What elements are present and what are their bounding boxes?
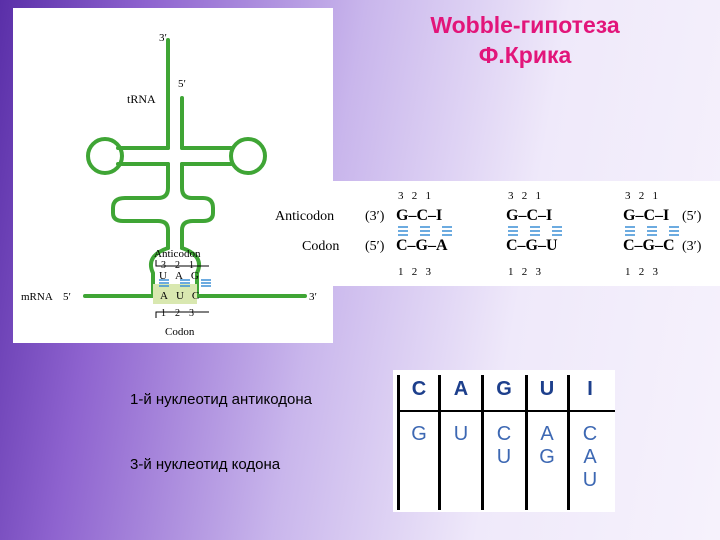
- caption-codon-third: 3-й нуклеотид кодона: [130, 456, 280, 473]
- variable-left: [113, 164, 168, 248]
- header-g: G: [484, 378, 524, 401]
- codon-pos-2: 2: [175, 308, 189, 319]
- header-u: U: [527, 378, 567, 401]
- pairing-bonds: [270, 181, 720, 286]
- trna-3prime-label: 3′: [159, 32, 167, 44]
- codon-base-row: AUC: [160, 290, 207, 302]
- title-line-2: Ф.Крика: [390, 40, 660, 70]
- pair-for-c: G: [399, 423, 439, 446]
- trna-label: tRNA: [127, 92, 156, 107]
- title-line-1: Wobble-гипотеза: [390, 10, 660, 40]
- anticodon-label: Anticodon: [154, 248, 200, 260]
- codon-pos-3: 3: [189, 308, 203, 319]
- wobble-table: C A G U I G U C U A G C A U: [393, 370, 615, 512]
- pair-for-i: C A U: [570, 423, 610, 492]
- trna-5prime-label: 5′: [178, 78, 186, 90]
- anticodon-base-2: A: [175, 270, 191, 282]
- mrna-5prime-label: 5′: [63, 291, 71, 303]
- header-i: I: [570, 378, 610, 401]
- d-loop: [88, 139, 122, 173]
- pairing-table-panel: Anticodon Codon (3′) (5′) (5′) (3′) 3 2 …: [270, 181, 720, 286]
- bond-g1-b: [420, 227, 430, 235]
- mrna-3prime-label: 3′: [309, 291, 317, 303]
- mrna-label: mRNA: [21, 291, 53, 303]
- slide-title: Wobble-гипотеза Ф.Крика: [390, 10, 660, 70]
- header-c: C: [399, 378, 439, 401]
- header-a: A: [441, 378, 481, 401]
- bond-g3-b: [647, 227, 657, 235]
- anticodon-base-1: U: [159, 270, 175, 282]
- table-hline: [397, 410, 615, 412]
- bond-g1-a: [398, 227, 408, 235]
- bond-g2-c: [552, 227, 562, 235]
- codon-position-row: 123: [161, 308, 203, 319]
- bond-g3-c: [669, 227, 679, 235]
- variable-right: [182, 164, 213, 248]
- codon-label: Codon: [165, 326, 194, 338]
- codon-pos-1: 1: [161, 308, 175, 319]
- codon-base-2: U: [176, 290, 192, 302]
- bond-g2-b: [530, 227, 540, 235]
- caption-anticodon-first: 1-й нуклеотид антикодона: [130, 391, 312, 408]
- anticodon-base-3: G: [191, 270, 207, 282]
- codon-base-3: C: [192, 290, 207, 302]
- bond-g3-a: [625, 227, 635, 235]
- pair-for-g: C U: [484, 423, 524, 469]
- anticodon-base-row: UAG: [159, 270, 207, 282]
- bond-g2-a: [508, 227, 518, 235]
- bond-g1-c: [442, 227, 452, 235]
- t-loop: [231, 139, 265, 173]
- pair-for-a: U: [441, 423, 481, 446]
- pair-for-u: A G: [527, 423, 567, 469]
- trna-diagram-panel: 3′ 5′ tRNA Anticodon 321 UAG AUC 123 Cod…: [13, 8, 333, 343]
- codon-base-1: A: [160, 290, 176, 302]
